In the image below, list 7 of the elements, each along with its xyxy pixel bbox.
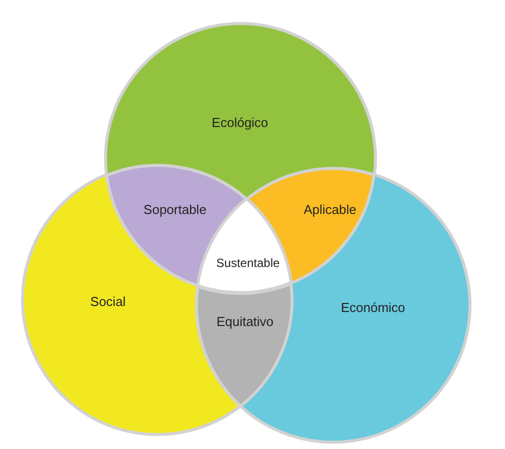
overlap-label: Sustentable	[216, 254, 280, 271]
set-label: Económico	[340, 300, 406, 316]
set-label: Ecológico	[212, 114, 268, 131]
overlap-label: Soportable	[144, 202, 206, 218]
overlap-label: Aplicable	[304, 202, 356, 218]
overlap-label: Equitativo	[216, 314, 274, 330]
set-label: Social	[90, 294, 126, 310]
